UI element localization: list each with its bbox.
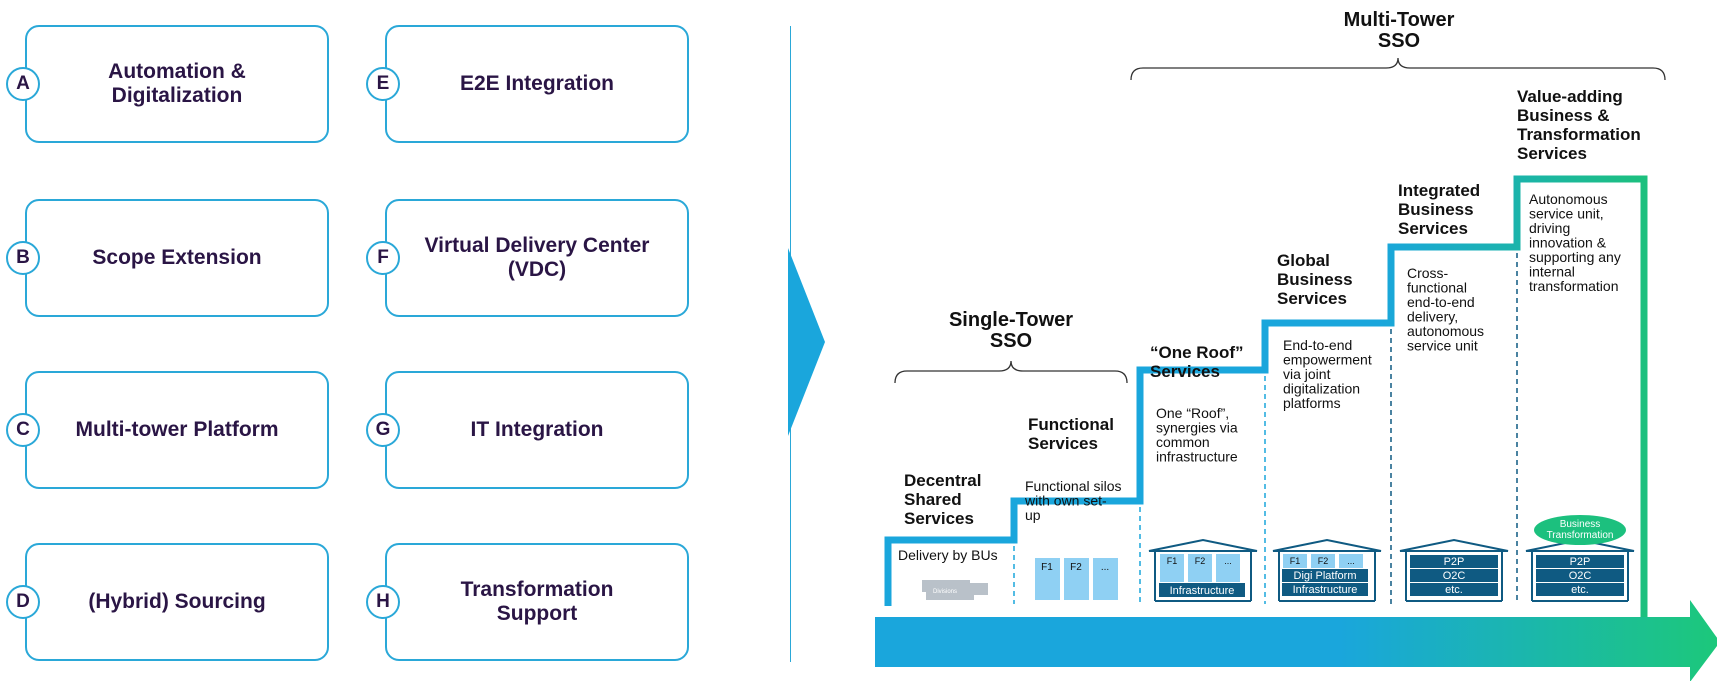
function-column xyxy=(1035,558,1060,600)
process-row xyxy=(1410,569,1498,582)
lever-label: Automation & Digitalization xyxy=(108,59,246,107)
infrastructure-label: Infrastructure xyxy=(1170,585,1235,597)
multi-tower-brace xyxy=(1130,57,1666,81)
stage-description: Delivery by BUs xyxy=(898,547,998,563)
platform-bar xyxy=(1282,583,1368,596)
function-column xyxy=(1160,554,1184,582)
building-roof xyxy=(1399,538,1509,552)
function-column-label: F2 xyxy=(1195,556,1206,566)
lever-card-multi-tower-platform: Multi-tower Platform xyxy=(25,371,329,489)
lever-label: Scope Extension xyxy=(92,245,262,269)
maturity-staircase xyxy=(884,175,1648,617)
process-row-label: O2C xyxy=(1443,570,1466,582)
function-column xyxy=(1339,554,1363,568)
function-column xyxy=(1311,554,1335,568)
function-column-label: F1 xyxy=(1167,556,1178,566)
lever-label: IT Integration xyxy=(470,417,604,441)
lever-label: Multi-tower Platform xyxy=(75,417,279,441)
lever-card-virtual-delivery-center: Virtual Delivery Center (VDC) xyxy=(385,199,689,317)
function-column xyxy=(1216,554,1240,582)
lever-letter-badge: B xyxy=(6,241,40,275)
lever-card-it-integration: IT Integration xyxy=(385,371,689,489)
building-roof xyxy=(1525,538,1635,552)
function-column-label: F1 xyxy=(1041,562,1053,573)
process-row-label: etc. xyxy=(1445,584,1463,596)
lever-letter-badge: G xyxy=(366,413,400,447)
ibs-building: P2P O2C etc. xyxy=(1399,538,1509,602)
building-roof xyxy=(1272,538,1382,552)
process-row-label: P2P xyxy=(1570,556,1591,568)
building-roof xyxy=(1148,538,1258,552)
lever-card-e2e-integration: E2E Integration xyxy=(385,25,689,143)
process-row-label: P2P xyxy=(1444,556,1465,568)
function-column-label: F1 xyxy=(1290,556,1301,566)
function-column-label: F2 xyxy=(1070,562,1082,573)
function-column-label: ... xyxy=(1101,562,1109,573)
lever-letter-badge: A xyxy=(6,67,40,101)
function-column-label: ... xyxy=(1224,556,1232,566)
process-row xyxy=(1410,583,1498,596)
division-card xyxy=(926,588,974,600)
one-roof-building: F1 F2... Infrastructure xyxy=(1148,538,1258,602)
function-column-label: ... xyxy=(1347,556,1355,566)
lever-label: (Hybrid) Sourcing xyxy=(88,589,266,613)
process-row xyxy=(1536,569,1624,582)
lever-card-automation: Automation & Digitalization xyxy=(25,25,329,143)
function-column xyxy=(1064,558,1089,600)
divisions-tag: Divisions xyxy=(933,589,957,595)
process-row xyxy=(1536,583,1624,596)
single-tower-brace xyxy=(894,360,1128,384)
progress-arrow xyxy=(875,600,1717,681)
transformation-building: P2P O2C etc. xyxy=(1525,538,1635,602)
function-column xyxy=(1283,554,1307,568)
function-column xyxy=(1188,554,1212,582)
function-column xyxy=(1093,558,1118,600)
process-row xyxy=(1410,555,1498,568)
process-row xyxy=(1536,555,1624,568)
lever-card-scope-extension: Scope Extension xyxy=(25,199,329,317)
infrastructure-bar xyxy=(1159,583,1245,597)
lever-letter-badge: D xyxy=(6,585,40,619)
lever-letter-badge: E xyxy=(366,67,400,101)
lever-letter-badge: F xyxy=(366,241,400,275)
stage-title: “One Roof”Services xyxy=(1150,343,1244,381)
lever-letter-badge: C xyxy=(6,413,40,447)
platform-bar xyxy=(1282,569,1368,582)
process-row-label: O2C xyxy=(1569,570,1592,582)
lever-label: E2E Integration xyxy=(459,71,615,95)
divider-chevron xyxy=(788,248,825,436)
process-row-label: etc. xyxy=(1571,584,1589,596)
lever-label: Transformation Support xyxy=(460,577,614,625)
platform-label: Digi Platform xyxy=(1294,570,1357,582)
function-column-label: F2 xyxy=(1318,556,1329,566)
lever-card-transformation: Transformation Support xyxy=(385,543,689,661)
divisions-stack-icon: Divisions xyxy=(922,580,988,600)
badge-shape xyxy=(1534,515,1626,545)
lever-letter-badge: H xyxy=(366,585,400,619)
lever-label: Virtual Delivery Center (VDC) xyxy=(424,233,650,281)
platform-label: Infrastructure xyxy=(1293,584,1358,596)
